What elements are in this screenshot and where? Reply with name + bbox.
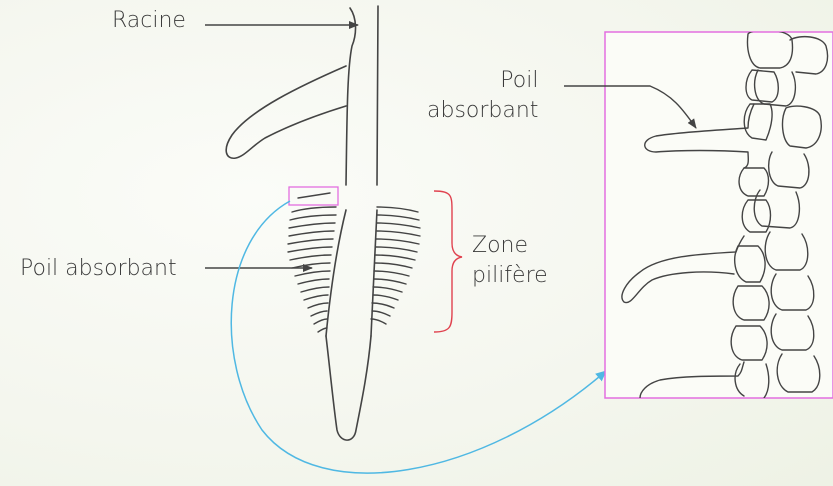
root-hairs-right xyxy=(371,207,420,324)
root-drawing xyxy=(226,6,378,440)
racine-label: Racine xyxy=(112,6,186,36)
hair-zone-right-edge xyxy=(371,210,377,336)
zone-pilifere-line1: Zone xyxy=(472,231,548,261)
zoom-poil-line1: Poil xyxy=(427,66,538,96)
zone-brace xyxy=(434,191,462,332)
root-tip xyxy=(326,336,371,440)
root-right-edge xyxy=(377,6,378,185)
zone-pilifere-label: Zone pilifère xyxy=(472,231,548,291)
lateral-root xyxy=(226,66,346,158)
zone-pilifere-line2: pilifère xyxy=(472,261,548,291)
hair-zone-left-edge xyxy=(326,210,346,336)
root-left-edge xyxy=(346,8,356,185)
zoom-panel xyxy=(564,30,833,398)
poil-absorbant-label: Poil absorbant xyxy=(20,254,177,284)
zoom-link-arrow xyxy=(231,201,606,473)
zoom-poil-line2: absorbant xyxy=(427,96,538,126)
zoom-poil-absorbant-label: Poil absorbant xyxy=(427,66,538,126)
